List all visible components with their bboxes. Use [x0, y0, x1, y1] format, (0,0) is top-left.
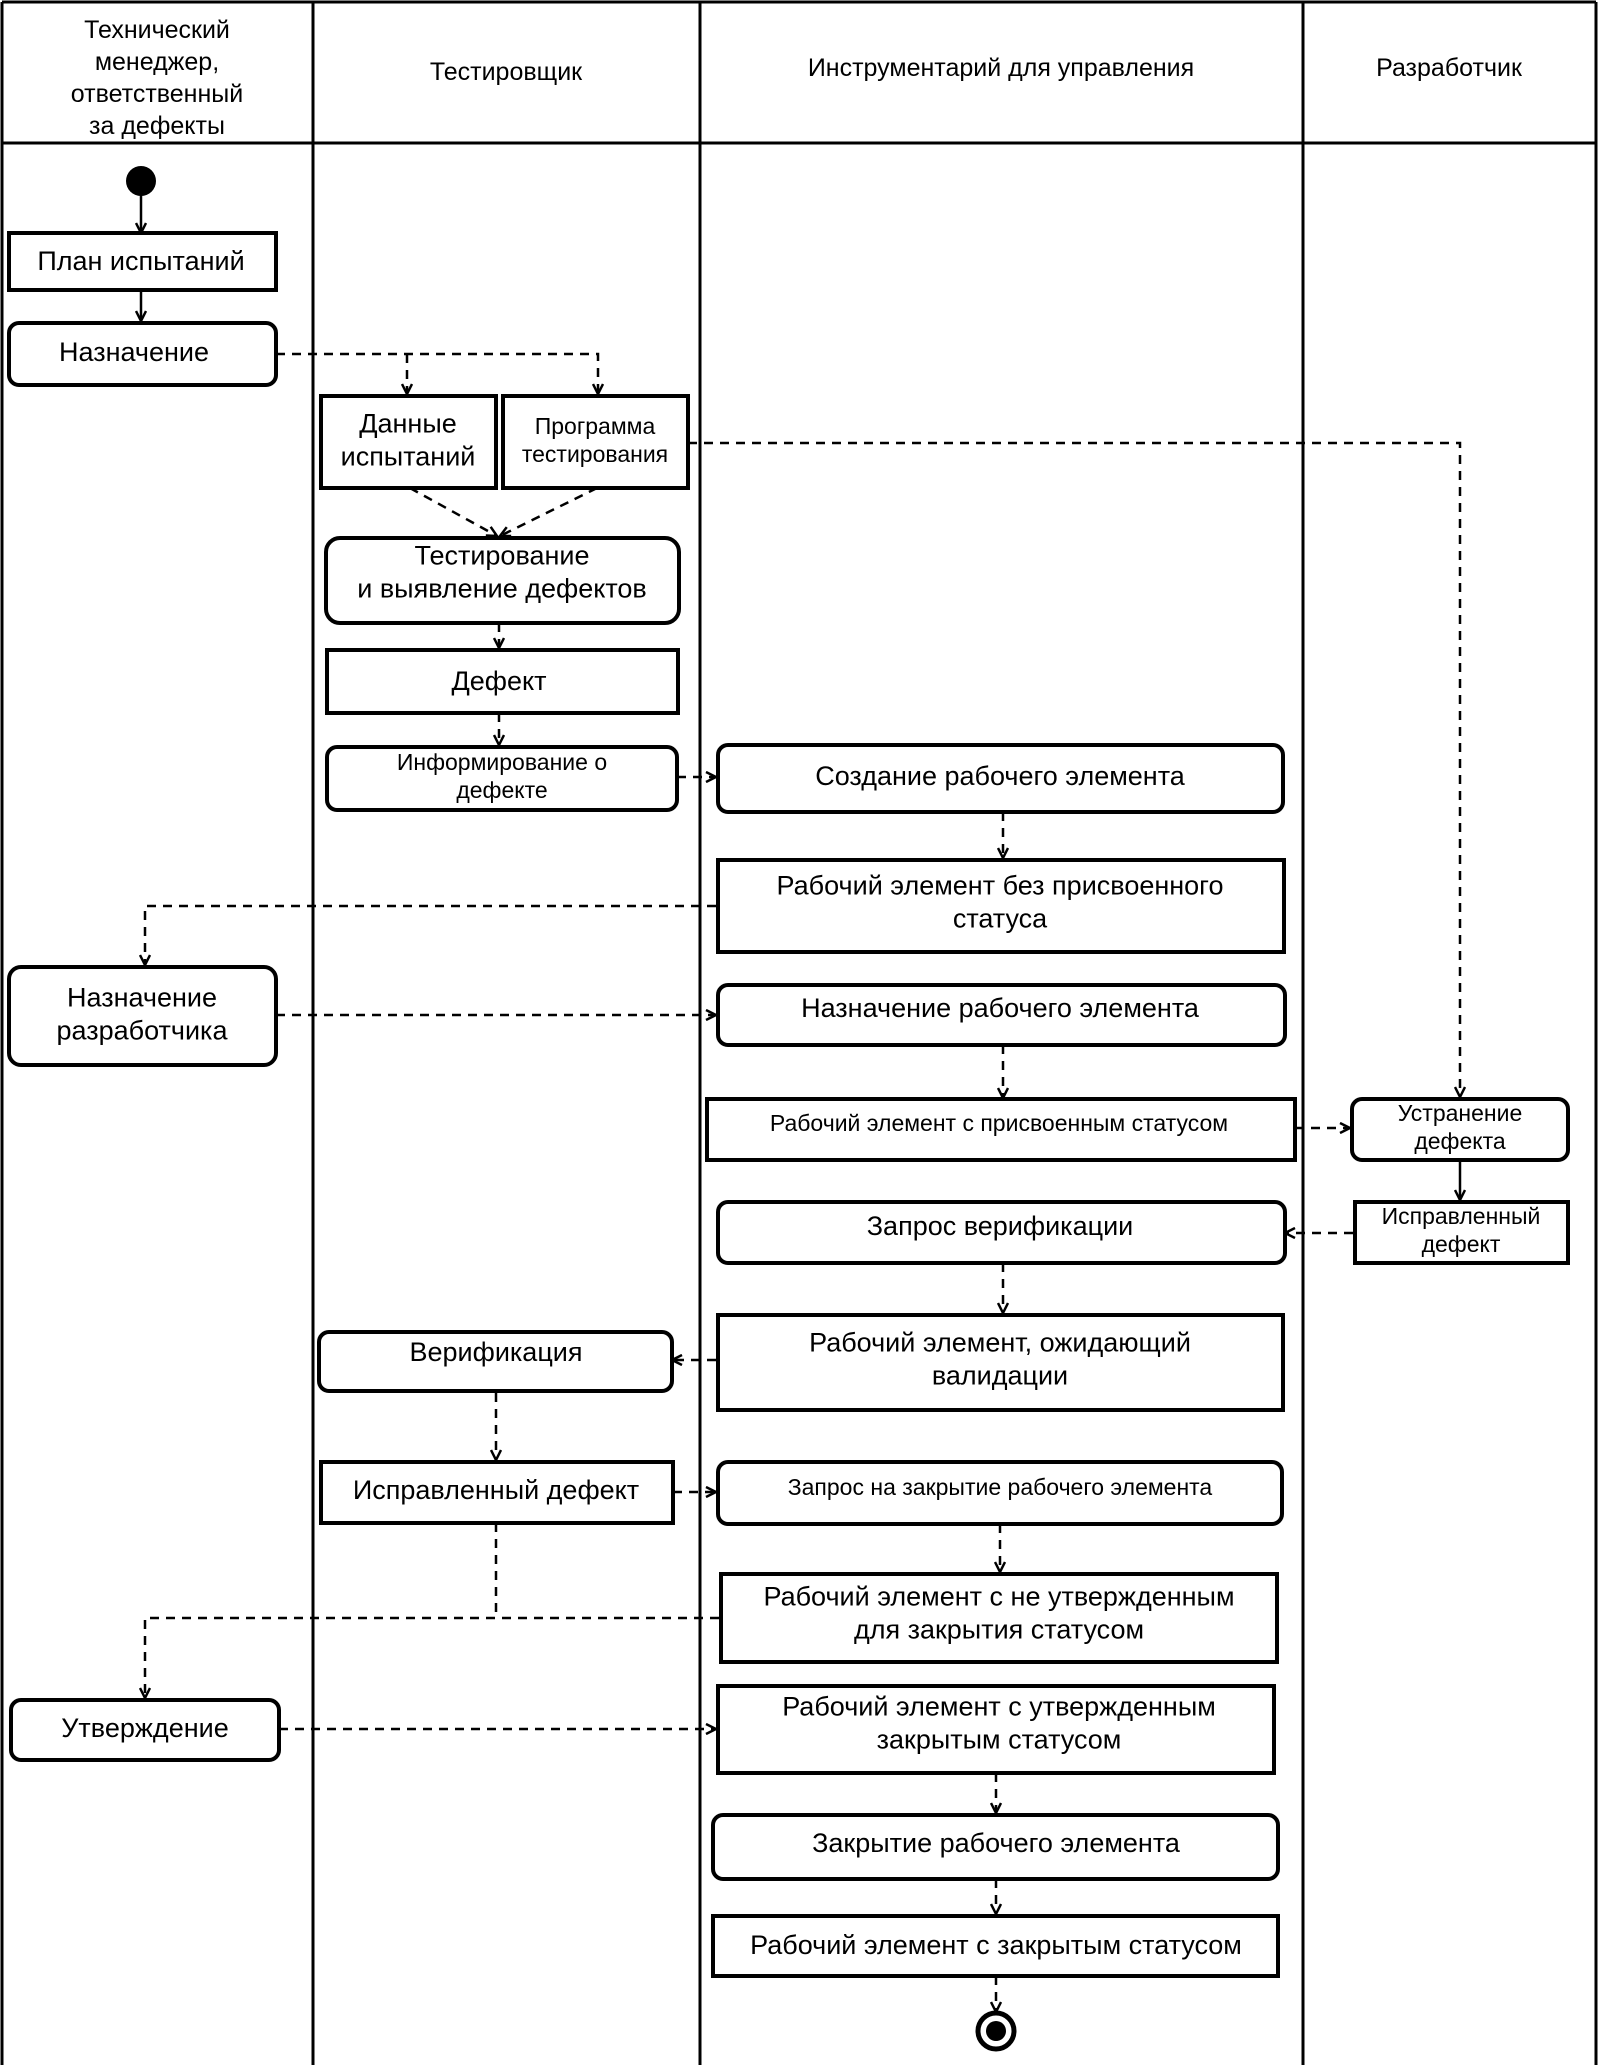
test-program-label-line: тестирования	[522, 441, 668, 467]
item-waiting-label-line: валидации	[932, 1361, 1068, 1391]
item-approved-label-line: закрытым статусом	[877, 1725, 1122, 1755]
item-waiting-box	[716, 1313, 1285, 1412]
verify-request-label: Запрос верификации	[867, 1211, 1133, 1241]
defect-label: Дефект	[451, 666, 546, 696]
testing-label-line: и выявление дефектов	[357, 574, 647, 604]
assign-dev-label-line: разработчика	[57, 1016, 229, 1046]
lane-title-tooling: Инструментарий для управления	[808, 54, 1194, 82]
lane-title-developer-line: Разработчик	[1376, 54, 1523, 82]
defect-box	[325, 648, 680, 715]
verify-request-label-line: Запрос верификации	[867, 1211, 1133, 1241]
connectors	[141, 195, 1460, 2012]
lane-title-manager-line: менеджер,	[95, 48, 219, 76]
item-not-approved-box	[719, 1572, 1279, 1664]
close-item-label-line: Закрытие рабочего элемента	[812, 1828, 1181, 1858]
fixed-defect-tester-box	[319, 1460, 675, 1525]
assign-dev-box	[7, 965, 278, 1067]
approval-label-line: Утверждение	[61, 1713, 228, 1743]
close-item-label: Закрытие рабочего элемента	[812, 1828, 1181, 1858]
item-status-label: Рабочий элемент с присвоенным статусом	[770, 1110, 1228, 1136]
item-closed-label-line: Рабочий элемент с закрытым статусом	[750, 1930, 1242, 1960]
fix-defect-box	[1350, 1097, 1570, 1162]
inform-label-line: Информирование о	[397, 749, 607, 775]
lane-title-developer: Разработчик	[1376, 54, 1523, 82]
item-approved-box	[716, 1684, 1276, 1775]
test-data-label-line: испытаний	[341, 442, 476, 472]
verification-label-line: Верификация	[409, 1337, 582, 1367]
verification-label: Верификация	[409, 1337, 582, 1367]
close-request-box	[716, 1460, 1284, 1526]
start-node	[126, 166, 156, 196]
assign-label-line: Назначение	[59, 337, 209, 367]
create-item-box	[716, 743, 1285, 814]
fixed-defect-tester-label: Исправленный дефект	[353, 1475, 639, 1505]
close-request-label: Запрос на закрытие рабочего элемента	[788, 1474, 1213, 1500]
assign-item-label: Назначение рабочего элемента	[801, 993, 1200, 1023]
end-node	[975, 2010, 1017, 2052]
test-program-box	[501, 394, 690, 490]
item-approved-label-line: Рабочий элемент с утвержденным	[782, 1692, 1216, 1722]
item-waiting-label-line: Рабочий элемент, ожидающий	[809, 1328, 1191, 1358]
lane-title-manager-line: за дефекты	[89, 112, 225, 140]
testing-label-line: Тестирование	[414, 541, 589, 571]
fixed-defect-dev-box	[1353, 1200, 1570, 1265]
lane-title-manager-line: Технический	[84, 16, 230, 44]
item-closed-box	[711, 1914, 1280, 1978]
assign-item-label-line: Назначение рабочего элемента	[801, 993, 1200, 1023]
close-item-box	[711, 1813, 1280, 1881]
verify-request-box	[716, 1200, 1287, 1265]
plan-label: План испытаний	[37, 246, 244, 276]
item-not-approved-label-line: для закрытия статусом	[854, 1615, 1144, 1645]
fix-defect-label-line: дефекта	[1414, 1128, 1506, 1154]
close-request-label-line: Запрос на закрытие рабочего элемента	[788, 1474, 1213, 1500]
test-data-label-line: Данные	[359, 409, 457, 439]
assign-box	[7, 321, 278, 387]
item-status-label-line: Рабочий элемент с присвоенным статусом	[770, 1110, 1228, 1136]
test-data-box	[319, 394, 498, 490]
item-no-status-label-line: статуса	[953, 904, 1048, 934]
lane-title-tooling-line: Инструментарий для управления	[808, 54, 1194, 82]
create-item-label: Создание рабочего элемента	[815, 761, 1186, 791]
lane-title-manager-line: ответственный	[71, 80, 243, 108]
defect-label-line: Дефект	[451, 666, 546, 696]
inform-box	[325, 745, 679, 812]
inform-label-line: дефекте	[456, 777, 547, 803]
testing-box	[324, 536, 681, 625]
item-not-approved-label-line: Рабочий элемент с не утвержденным	[763, 1582, 1234, 1612]
approval-box	[9, 1698, 281, 1762]
assign-label: Назначение	[59, 337, 209, 367]
fixed-defect-tester-label-line: Исправленный дефект	[353, 1475, 639, 1505]
fix-defect-label-line: Устранение	[1398, 1100, 1523, 1126]
verification-box	[317, 1330, 674, 1393]
approval-label: Утверждение	[61, 1713, 228, 1743]
item-status-box	[705, 1097, 1297, 1162]
item-closed-label: Рабочий элемент с закрытым статусом	[750, 1930, 1242, 1960]
test-program-label-line: Программа	[535, 413, 656, 439]
create-item-label-line: Создание рабочего элемента	[815, 761, 1186, 791]
fixed-defect-dev-label-line: Исправленный	[1382, 1203, 1541, 1229]
plan-box	[7, 231, 278, 292]
lane-title-tester-line: Тестировщик	[430, 58, 583, 86]
lane-title-manager: Технический менеджер, ответственный за дефе…	[71, 16, 243, 140]
assign-dev-label-line: Назначение	[67, 983, 217, 1013]
item-no-status-label-line: Рабочий элемент без присвоенного	[777, 871, 1224, 901]
fixed-defect-dev-label-line: дефект	[1422, 1231, 1501, 1257]
assign-item-box	[716, 983, 1287, 1047]
item-no-status-box	[716, 858, 1286, 954]
plan-label-line: План испытаний	[37, 246, 244, 276]
lane-title-tester: Тестировщик	[430, 58, 583, 86]
